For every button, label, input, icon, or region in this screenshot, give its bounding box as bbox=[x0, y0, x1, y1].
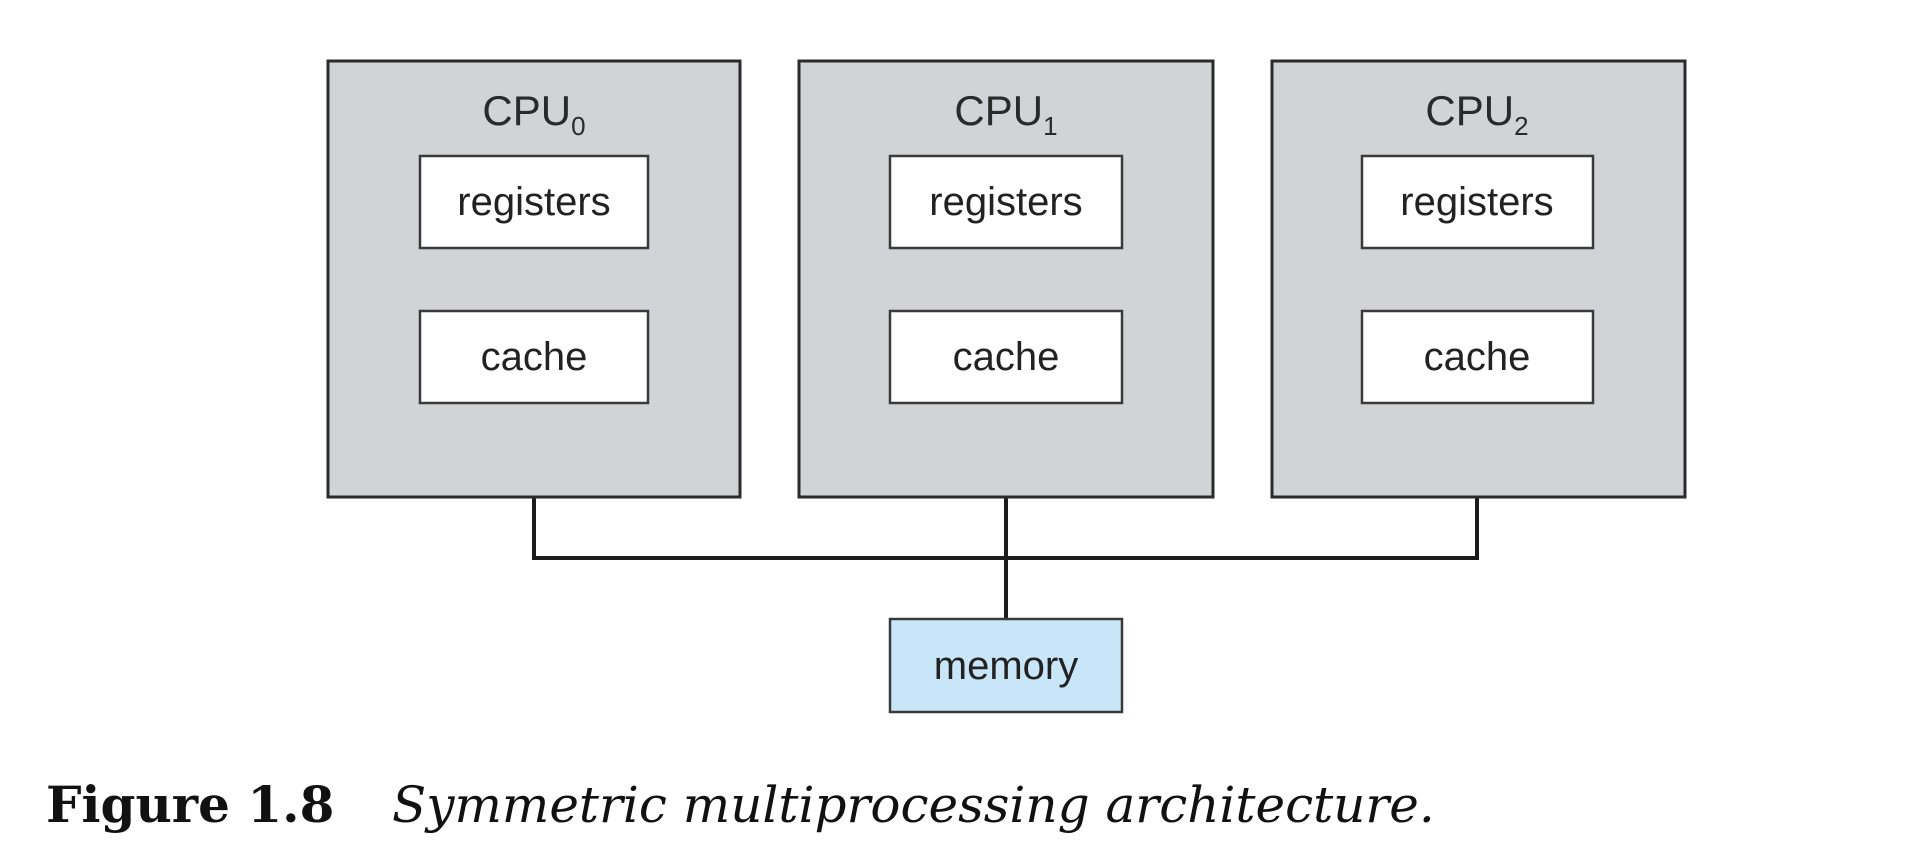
cpu-1-cache-box bbox=[888, 309, 1124, 405]
cpu-0-cache-label: cache bbox=[481, 335, 588, 379]
cpu-1-registers-box bbox=[888, 154, 1124, 250]
cpu-2-registers-box bbox=[1360, 154, 1595, 250]
cpu-0-box bbox=[326, 59, 742, 499]
memory-label: memory bbox=[934, 644, 1078, 688]
cpu-2-registers-label: registers bbox=[1400, 180, 1553, 224]
cpu-0-cache-box bbox=[418, 309, 650, 405]
caption-number: Figure 1.8 bbox=[46, 775, 334, 834]
memory-box bbox=[888, 617, 1124, 714]
cpu-1: CPU1 registers cache bbox=[797, 59, 1215, 499]
cpu-1-registers-label: registers bbox=[929, 180, 1082, 224]
cpu-0-registers-box bbox=[418, 154, 650, 250]
cpu-2-box bbox=[1270, 59, 1687, 499]
memory: memory bbox=[888, 617, 1124, 714]
cpu-2-label: CPU2 bbox=[1425, 87, 1528, 141]
cpu-1-label: CPU1 bbox=[954, 87, 1057, 141]
cpu-1-box bbox=[797, 59, 1215, 499]
caption-text: Symmetric multiprocessing architecture. bbox=[392, 776, 1435, 834]
cpu-0: CPU0 registers cache bbox=[326, 59, 742, 499]
cpu-2: CPU2 registers cache bbox=[1270, 59, 1687, 499]
cpu-0-label: CPU0 bbox=[482, 87, 585, 141]
cpu-2-cache-box bbox=[1360, 309, 1595, 405]
cpu-0-registers-label: registers bbox=[457, 180, 610, 224]
figure-caption: Figure 1.8 Symmetric multiprocessing arc… bbox=[46, 775, 1435, 834]
cpu-1-cache-label: cache bbox=[953, 335, 1060, 379]
cpu-2-cache-label: cache bbox=[1424, 335, 1531, 379]
